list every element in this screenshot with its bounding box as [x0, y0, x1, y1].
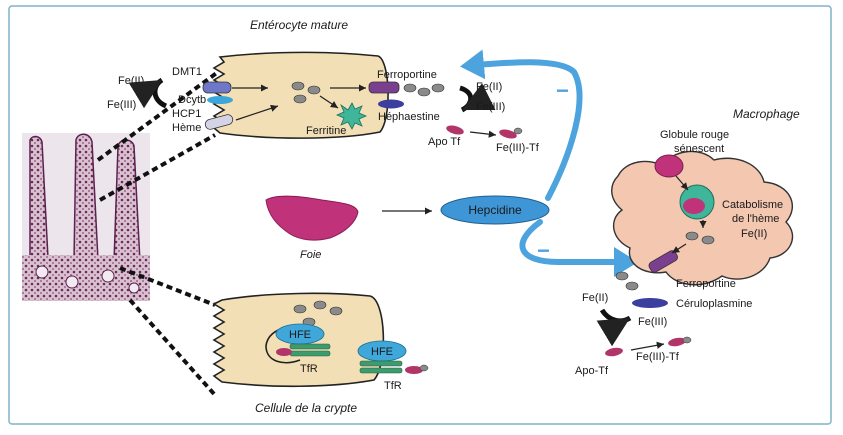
title-macrophage: Macrophage — [733, 107, 800, 121]
label-fe3-tf-macrophage: Fe(III)-Tf — [636, 351, 680, 363]
senescent-red-cell — [654, 154, 684, 178]
label-fe2-lumen: Fe(II) — [118, 75, 144, 87]
label-fe3-lumen: Fe(III) — [107, 99, 136, 111]
macrophage-iron-pool — [685, 231, 715, 245]
label-fe3-macrophage: Fe(III) — [638, 316, 667, 328]
fe3-tf-icon — [499, 127, 523, 139]
zoom-dashed-lines — [96, 70, 220, 397]
label-ferroportine-enterocyte: Ferroportine — [377, 69, 437, 81]
apo-tf-loading-arrow — [469, 130, 497, 138]
title-crypt-cell: Cellule de la crypte — [255, 401, 357, 415]
phagocytosis-arrow — [675, 175, 689, 191]
hepcidine-inhibits-enterocyte-ferroportine — [460, 49, 583, 201]
label-fe2-macrophage-inside: Fe(II) — [741, 228, 767, 240]
macrophage-fe3-tf-icon — [668, 336, 692, 347]
apo-tf-icon — [446, 125, 464, 135]
label-ferritine: Ferritine — [306, 125, 346, 137]
label-hepcidine: Hepcidine — [468, 203, 522, 217]
cytosolic-iron-pool — [291, 81, 321, 104]
label-foie: Foie — [300, 249, 321, 261]
label-globule-line1: Globule rouge — [660, 129, 729, 141]
macrophage-oxidation-arrow-icon — [596, 308, 632, 347]
crypt-outer-fe3-tf-icon — [405, 364, 429, 374]
hepcidine-inhibits-macrophage-ferroportine — [519, 219, 638, 277]
label-fe3-tf: Fe(III)-Tf — [496, 142, 540, 154]
title-enterocyte-mature: Entérocyte mature — [250, 18, 348, 32]
label-fe3-serum: Fe(III) — [476, 101, 505, 113]
ferroportine-enterocyte — [368, 81, 400, 94]
engulfed-red-cell — [683, 198, 705, 214]
macrophage-export-arrow — [671, 243, 687, 254]
macrophage-tf-loading-arrow — [630, 341, 665, 351]
label-ferroportine-macrophage: Ferroportine — [676, 278, 736, 290]
ferritine-store-arrow — [319, 95, 339, 109]
label-ceruloplasmine: Céruloplasmine — [676, 298, 752, 310]
label-globule-line2: sénescent — [674, 143, 724, 155]
label-apo-tf: Apo Tf — [428, 136, 461, 148]
label-dmt1: DMT1 — [172, 66, 202, 78]
tfr-outer — [359, 360, 403, 374]
label-fe2-serum: Fe(II) — [476, 81, 502, 93]
hephaestine-enzyme — [378, 99, 404, 109]
tfr-inner — [289, 343, 331, 357]
macrophage-exported-iron — [615, 271, 639, 291]
inhibition-sign-bottom: − — [537, 238, 550, 263]
hepcidine-badge — [440, 195, 550, 225]
label-fe2-macrophage: Fe(II) — [582, 292, 608, 304]
label-hephaestine: Héphaestine — [378, 111, 440, 123]
macrophage-apo-tf-icon — [605, 347, 623, 357]
label-hcp1: HCP1 — [172, 108, 201, 120]
label-hfe-inner: HFE — [289, 329, 311, 341]
label-heme: Hème — [172, 122, 201, 134]
ceruloplasmine-enzyme — [632, 298, 668, 308]
label-catabolisme-line2: de l'hème — [732, 213, 779, 225]
inhibition-sign-top: − — [556, 78, 569, 103]
liver-shape — [265, 195, 359, 241]
ferroportine-macrophage — [648, 250, 678, 273]
oxidation-arrow-icon — [459, 83, 496, 113]
exported-iron — [403, 83, 445, 97]
heme-import-arrow — [235, 104, 279, 121]
intestinal-villi-histology — [22, 133, 150, 301]
label-tfr-outer: TfR — [384, 380, 402, 392]
hcp1-transporter — [204, 114, 234, 130]
label-tfr-inner: TfR — [300, 363, 318, 375]
reduction-arrow-icon — [128, 77, 168, 109]
dcytb-enzyme — [207, 96, 233, 104]
label-dcytb: Dcytb — [178, 94, 206, 106]
crypt-cell-iron — [293, 300, 343, 327]
label-hfe-outer: HFE — [371, 346, 393, 358]
dmt1-transporter — [202, 81, 232, 94]
label-catabolisme-line1: Catabolisme — [722, 199, 783, 211]
label-apo-tf-macrophage: Apo-Tf — [575, 365, 609, 377]
crypt-inner-tf-icon — [276, 348, 292, 356]
ferritine-star-icon — [335, 102, 368, 130]
